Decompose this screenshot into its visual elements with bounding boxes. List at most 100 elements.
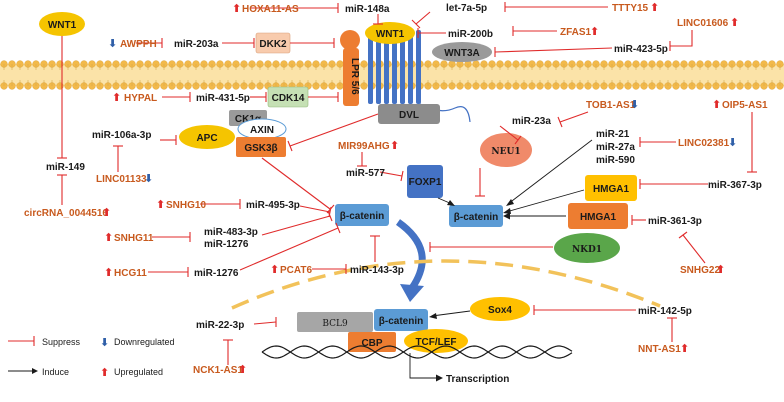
lnc-linc01133: LINC01133	[96, 174, 147, 185]
lnc-circrna-0044516: circRNA_0044516	[24, 208, 108, 219]
lnc-nnt-as1: NNT-AS1	[638, 344, 681, 355]
legend-upregulated: Upregulated	[114, 367, 163, 377]
lnc-tob1-as1: TOB1-AS1	[586, 100, 636, 111]
svg-text:⬆: ⬆	[104, 266, 113, 279]
svg-text:Transcription: Transcription	[446, 374, 509, 385]
svg-text:β-catenin: β-catenin	[379, 316, 423, 327]
svg-text:DVL: DVL	[399, 110, 419, 121]
mir-483-3p: miR-483-3p	[204, 227, 258, 238]
svg-text:FOXP1: FOXP1	[409, 177, 442, 188]
mir-577: miR-577	[346, 168, 385, 179]
activation-lines	[429, 139, 593, 319]
lnc-zfas1: ZFAS1	[560, 27, 592, 38]
nucleus	[231, 259, 661, 310]
svg-text:WNT3A: WNT3A	[444, 48, 480, 59]
lnc-mir99ahg: MIR99AHG	[338, 141, 390, 152]
mir-142-5p: miR-142-5p	[638, 306, 692, 317]
svg-text:⬆: ⬆	[680, 342, 689, 355]
svg-text:⬆: ⬆	[650, 1, 659, 14]
dvl-box: DVL	[378, 104, 440, 124]
mir-22-3p: miR-22-3p	[196, 320, 244, 331]
apc-label: APC	[196, 133, 217, 144]
mir-143-3p: miR-143-3p	[350, 265, 404, 276]
lnc-pcat6: PCAT6	[280, 265, 312, 276]
svg-text:⬇: ⬇	[728, 136, 737, 149]
mir-1276-b: miR-1276	[194, 268, 239, 279]
svg-text:⬆: ⬆	[104, 231, 113, 244]
svg-text:⬆: ⬆	[712, 98, 721, 111]
svg-text:BCL9: BCL9	[322, 319, 348, 329]
lnc-snhg22: SNHG22	[680, 265, 720, 276]
mir-149: miR-149	[46, 162, 85, 173]
svg-text:⬇: ⬇	[108, 37, 117, 50]
lnc-hypal: HYPAL	[124, 93, 157, 104]
mir-let-7a-5p: let-7a-5p	[446, 3, 487, 14]
lnc-ttty15: TTTY15	[612, 3, 649, 14]
lnc-nck1-as1: NCK1-AS1	[193, 365, 243, 376]
frizzled-receptor	[368, 30, 471, 123]
svg-text:NEU1: NEU1	[491, 147, 520, 157]
axin-label: AXIN	[250, 125, 274, 136]
mir-495-3p: miR-495-3p	[246, 200, 300, 211]
mir-200b: miR-200b	[448, 29, 493, 40]
mir-148a: miR-148a	[345, 4, 390, 15]
legend-up-icon: ⬆	[100, 366, 109, 379]
mir-21: miR-21	[596, 129, 630, 140]
gsk3b-label: GSK3β	[244, 143, 277, 154]
svg-text:NKD1: NKD1	[572, 245, 602, 255]
hmga1-box-b: HMGA1	[568, 203, 628, 229]
lnc-snhg10: SNHG10	[166, 200, 206, 211]
transcription-start: Transcription	[409, 353, 509, 385]
cdk14-box: CDK14	[267, 86, 309, 108]
svg-text:DKK2: DKK2	[259, 39, 287, 50]
svg-text:WNT1: WNT1	[376, 29, 405, 40]
beta-catenin-nucleus: β-catenin	[374, 309, 428, 331]
legend-downregulated: Downregulated	[114, 337, 175, 347]
mir-367-3p: miR-367-3p	[708, 180, 762, 191]
svg-text:⬆: ⬆	[270, 263, 279, 276]
lpr-receptor: LPR 5/6	[340, 30, 360, 106]
inhibition-lines	[57, 2, 757, 365]
svg-text:⬆: ⬆	[112, 91, 121, 104]
ck1a-label: CK1α	[235, 114, 262, 125]
lnc-linc01606: LINC01606	[677, 18, 729, 29]
wnt1-top-node: WNT1	[39, 12, 85, 36]
nkd1-node: NKD1	[554, 233, 620, 263]
mir-1276-a: miR-1276	[204, 239, 249, 250]
svg-text:⬆: ⬆	[232, 2, 241, 15]
mir-106a-3p: miR-106a-3p	[92, 130, 151, 141]
nuclear-translocation-arrow	[395, 219, 426, 302]
svg-text:β-catenin: β-catenin	[340, 211, 384, 222]
cbp-box: CBP	[348, 332, 396, 352]
lnc-hoxa11-as: HOXA11-AS	[242, 4, 299, 15]
svg-text:CBP: CBP	[361, 338, 382, 349]
svg-text:HMGA1: HMGA1	[580, 212, 617, 223]
foxp1-box: FOXP1	[407, 165, 443, 198]
svg-text:⬆: ⬆	[238, 363, 247, 376]
destruction-complex: CK1α AXIN APC GSK3β	[179, 110, 287, 157]
svg-text:Sox4: Sox4	[488, 305, 512, 316]
mir-203a: miR-203a	[174, 39, 219, 50]
svg-text:⬇: ⬇	[630, 98, 639, 111]
legend: Suppress Induce ⬇ Downregulated ⬆ Upregu…	[8, 336, 175, 379]
mir-590: miR-590	[596, 155, 635, 166]
svg-text:⬆: ⬆	[156, 198, 165, 211]
svg-text:TCF/LEF: TCF/LEF	[415, 337, 456, 348]
mir-423-5p: miR-423-5p	[614, 44, 668, 55]
legend-suppress: Suppress	[42, 337, 81, 347]
svg-text:⬆: ⬆	[390, 139, 399, 152]
svg-text:WNT1: WNT1	[48, 20, 77, 31]
wnt3a-node: WNT3A	[432, 42, 492, 62]
dna-helix	[261, 345, 573, 359]
beta-catenin-cytoplasm: β-catenin	[335, 204, 389, 226]
legend-induce: Induce	[42, 367, 69, 377]
mir-23a: miR-23a	[512, 116, 551, 127]
hmga1-box-a: HMGA1	[585, 175, 637, 201]
lnc-hcg11: HCG11	[114, 268, 147, 279]
sox4-node: Sox4	[470, 297, 530, 321]
svg-text:⬆: ⬆	[102, 206, 111, 219]
lnc-awpph: AWPPH	[120, 39, 157, 50]
mir-361-3p: miR-361-3p	[648, 216, 702, 227]
svg-text:⬆: ⬆	[590, 25, 599, 38]
